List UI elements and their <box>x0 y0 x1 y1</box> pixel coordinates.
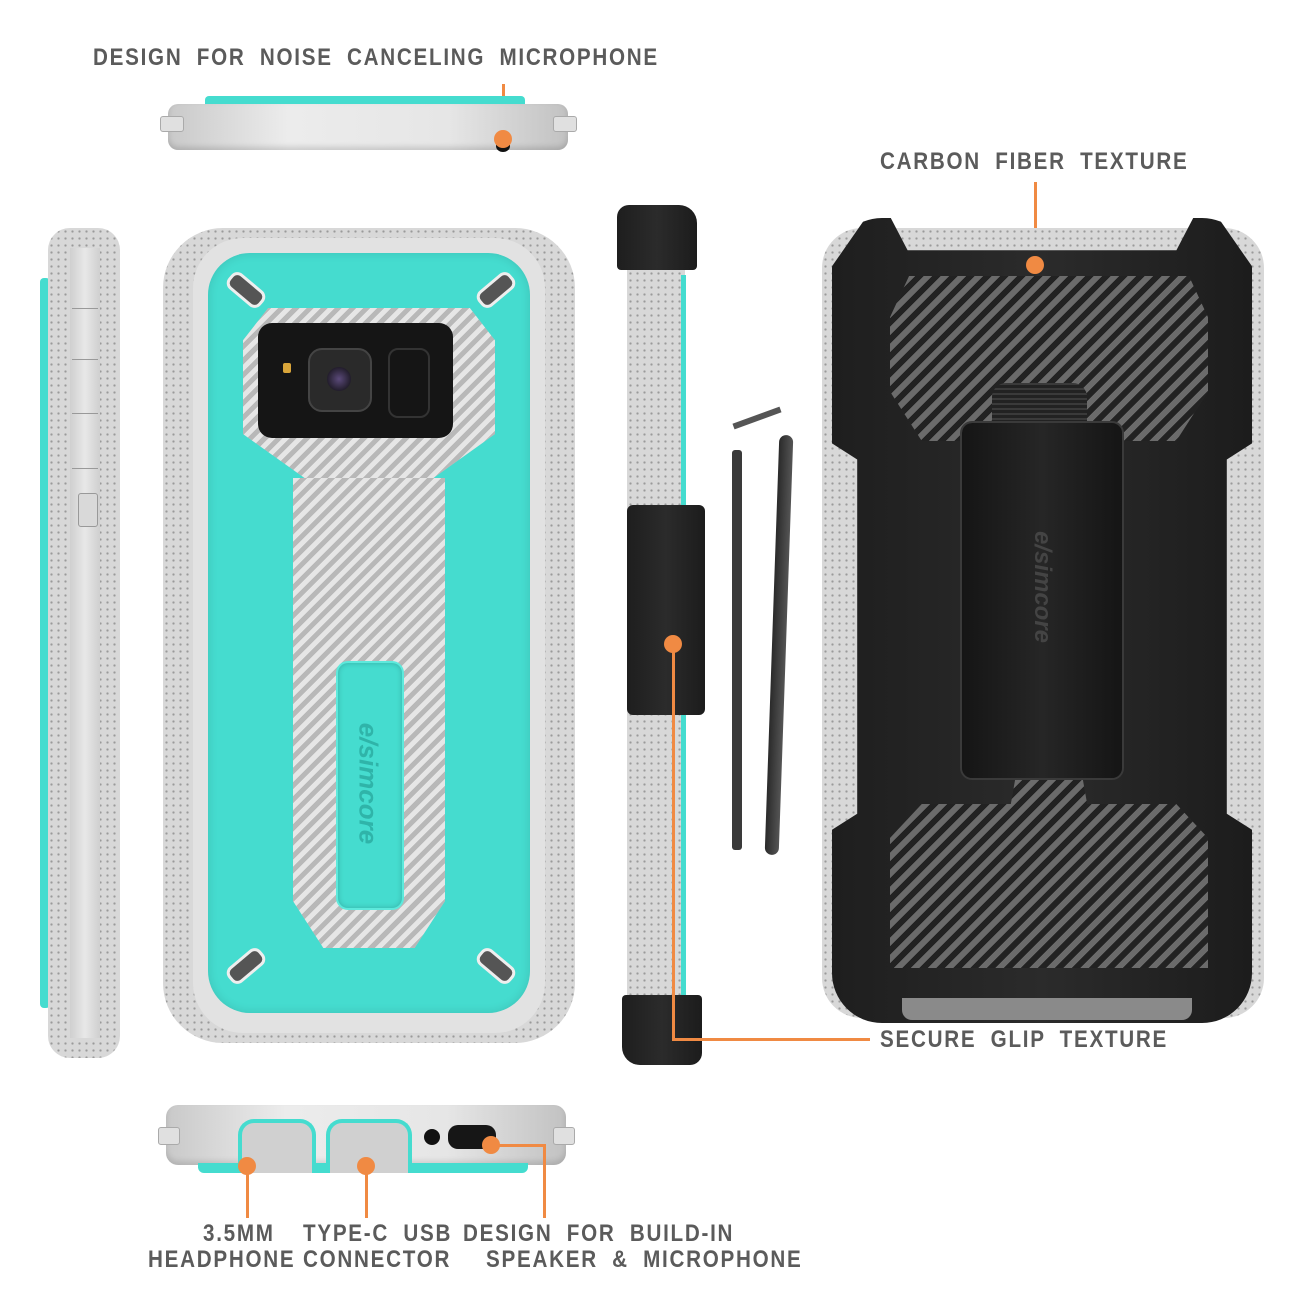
callout-line-speaker-v <box>543 1144 546 1218</box>
belt-clip <box>732 406 802 856</box>
bixby-button <box>72 418 98 469</box>
label-carbon-fiber: CARBON FIBER TEXTURE <box>880 148 1189 175</box>
callout-line-typec <box>365 1170 368 1218</box>
volume-up-button <box>72 308 98 360</box>
label-typec-line1: TYPE-C USB <box>303 1220 453 1247</box>
label-typec-line2: CONNECTOR <box>303 1246 452 1273</box>
callout-dot-noise-mic <box>494 130 512 148</box>
microphone-hole-bottom <box>424 1129 440 1145</box>
callout-line-speaker-h <box>495 1144 545 1147</box>
callout-dot-secure-grip <box>664 635 682 653</box>
label-speaker-line1: DESIGN FOR BUILD-IN <box>463 1220 735 1247</box>
holster-clip-body: e/simcore <box>962 423 1122 778</box>
label-secure-grip: SECURE GLIP TEXTURE <box>880 1026 1169 1053</box>
label-headphone-line2: HEADPHONE <box>148 1246 296 1273</box>
side-button <box>78 493 98 527</box>
callout-line-secure-grip-h <box>672 1038 870 1041</box>
callout-dot-speaker <box>482 1136 500 1154</box>
callout-dot-carbon-fiber <box>1026 256 1044 274</box>
label-noise-canceling-mic: DESIGN FOR NOISE CANCELING MICROPHONE <box>93 44 659 71</box>
case-top-view <box>160 96 577 152</box>
callout-dot-typec <box>357 1157 375 1175</box>
label-speaker-line2: SPEAKER & MICROPHONE <box>486 1246 803 1273</box>
case-side-view <box>40 228 122 1058</box>
holster-side-view <box>617 205 817 1065</box>
fingerprint-sensor <box>388 348 430 418</box>
brand-logo: e/simcore <box>353 722 384 845</box>
volume-down-button <box>72 363 98 414</box>
callout-line-secure-grip-v <box>672 645 675 1040</box>
callout-line-carbon-fiber <box>1034 182 1037 264</box>
logo-bar: e/simcore <box>338 663 402 908</box>
camera-lens-icon <box>308 348 372 412</box>
case-back-view: e/simcore <box>163 228 575 1053</box>
holster-brand-logo: e/simcore <box>1029 530 1056 644</box>
callout-dot-headphone <box>238 1157 256 1175</box>
camera-cutout <box>258 323 453 438</box>
callout-line-headphone <box>246 1170 249 1218</box>
label-headphone-line1: 3.5MM <box>203 1220 275 1247</box>
flash-icon <box>283 363 291 373</box>
holster-back-view: e/simcore <box>812 208 1274 1028</box>
